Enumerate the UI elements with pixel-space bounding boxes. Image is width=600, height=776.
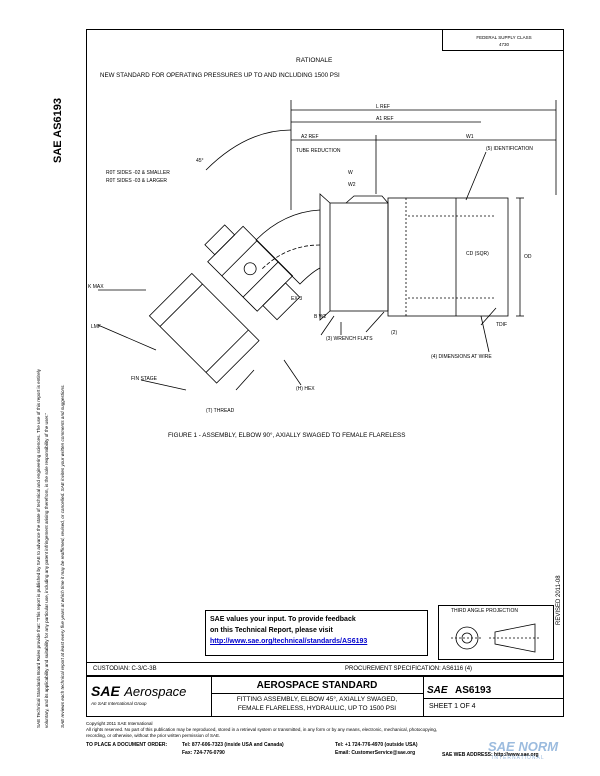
label-w1: W1 <box>466 134 474 140</box>
title-line2: FEMALE FLARELESS, HYDRAULIC, UP TO 1500 … <box>237 705 397 712</box>
side-notice-3: SAE reviews each technical report at lea… <box>60 384 65 728</box>
label-a2-ref: A2 REF <box>301 134 319 140</box>
side-revision: REVISED 2011-08 <box>556 575 562 625</box>
assembly-drawing: L REF A1 REF A2 REF W1 TUBE REDUCTION W … <box>88 100 557 414</box>
label-l-ref: L REF <box>376 104 390 110</box>
label-ex3: EX-3 <box>291 296 302 302</box>
feedback-link[interactable]: http://www.sae.org/technical/standards/A… <box>210 638 368 645</box>
label-w2: W2 <box>348 182 356 188</box>
custodian-row: CUSTODIAN: C-3/C-3B PROCUREMENT SPECIFIC… <box>86 662 564 676</box>
label-a1-ref: A1 REF <box>376 116 394 122</box>
footer-web[interactable]: SAE WEB ADDRESS: http://www.sae.org <box>442 752 539 758</box>
label-fin-stage: FIN STAGE <box>131 376 158 382</box>
footer-fax: Fax: 724-776-0790 <box>182 750 225 756</box>
label-lmf: LMF <box>91 324 101 330</box>
title-line1: FITTING ASSEMBLY, ELBOW 45°, AXIALLY SWA… <box>236 696 398 703</box>
watermark-sub: INTERNATIONAL <box>492 755 545 761</box>
supply-class-text: FEDERAL SUPPLY CLASS 4730 <box>476 35 532 47</box>
procurement-text: PROCUREMENT SPECIFICATION: AS6116 (4) <box>345 666 473 672</box>
watermark: SAE NORM INTERNATIONAL <box>488 739 594 769</box>
side-doc-number: SAE AS6193 <box>52 97 64 163</box>
footer-email: Email: CustomerService@sae.org <box>335 750 416 756</box>
label-k-max: K MAX <box>88 284 104 290</box>
logo-sub: An SAE International Group <box>91 701 147 706</box>
label-tube-reduction: TUBE REDUCTION <box>296 148 341 154</box>
collar-left <box>329 202 389 312</box>
thread-body <box>148 272 260 384</box>
footer-rights: All rights reserved. No part of this pub… <box>86 727 438 732</box>
footer-tel1: Tel: 877-606-7323 (inside USA and Canada… <box>182 742 284 748</box>
label-dim-marks: (4) DIMENSIONS AT WIRE <box>431 354 492 360</box>
doc-number: AS6193 <box>455 685 492 696</box>
sleeve-body <box>387 197 509 317</box>
side-notice-2: voluntary, and its applicability and sui… <box>44 412 49 728</box>
label-bend-large: R0T SIDES -03 & LARGER <box>106 178 167 184</box>
collar-flange <box>319 193 331 321</box>
logo-sae: SAE <box>91 683 120 699</box>
feedback-line1: SAE values your input. To provide feedba… <box>210 616 356 623</box>
projection-box: THIRD ANGLE PROJECTION <box>438 605 554 660</box>
logo-aerospace: Aerospace <box>124 684 187 699</box>
label-wrench-flats: (3) WRENCH FLATS <box>326 336 373 342</box>
label-thread: (T) THREAD <box>206 408 235 414</box>
standard-heading: AEROSPACE STANDARD <box>256 680 378 691</box>
label-two: (2) <box>391 330 397 336</box>
supply-class-box: FEDERAL SUPPLY CLASS 4730 <box>442 29 564 51</box>
feedback-box: SAE values your input. To provide feedba… <box>205 610 428 656</box>
label-b-w2: B W2 <box>314 314 326 320</box>
projection-label: THIRD ANGLE PROJECTION <box>451 608 518 614</box>
label-od: OD <box>524 254 532 260</box>
centerline-arc <box>260 244 321 271</box>
logo: SAE Aerospace An SAE International Group <box>91 683 186 706</box>
label-w: W <box>348 170 353 176</box>
label-identification: (5) IDENTIFICATION <box>486 146 533 152</box>
label-cd: CD (SQR) <box>466 251 489 257</box>
custodian-text: CUSTODIAN: C-3/C-3B <box>93 666 157 672</box>
footer-rights2: recording, or otherwise, without the pri… <box>86 733 221 738</box>
projection-symbol <box>451 623 541 653</box>
label-tdif: TDIF <box>496 322 507 328</box>
title-block: SAE Aerospace An SAE International Group… <box>86 676 564 717</box>
rationale-heading: RATIONALE <box>296 57 333 64</box>
rationale-text: NEW STANDARD FOR OPERATING PRESSURES UP … <box>100 72 340 79</box>
tube-stub <box>345 195 389 204</box>
elbow-body <box>255 209 321 285</box>
watermark-brand: SAE NORM <box>488 739 559 754</box>
figure-caption: FIGURE 1 - ASSEMBLY, ELBOW 90°, AXIALLY … <box>168 432 406 439</box>
footer-copyright: Copyright 2011 SAE International <box>86 721 153 726</box>
side-notice-1: SAE Technical Standards Board Rules prov… <box>36 369 41 728</box>
feedback-line2: on this Technical Report, please visit <box>210 627 333 634</box>
sheet-number: SHEET 1 OF 4 <box>429 703 476 710</box>
footer-tel2: Tel: +1 724-776-4970 (outside USA) <box>335 742 418 748</box>
doc-sae: SAE <box>427 685 448 696</box>
label-bend-small: R0T SIDES -02 & SMALLER <box>106 170 170 176</box>
footer-order-heading: TO PLACE A DOCUMENT ORDER: <box>86 742 168 748</box>
hex-nut <box>207 225 294 312</box>
label-angle: 45° <box>196 158 204 164</box>
label-hex: (H) HEX <box>296 386 315 392</box>
